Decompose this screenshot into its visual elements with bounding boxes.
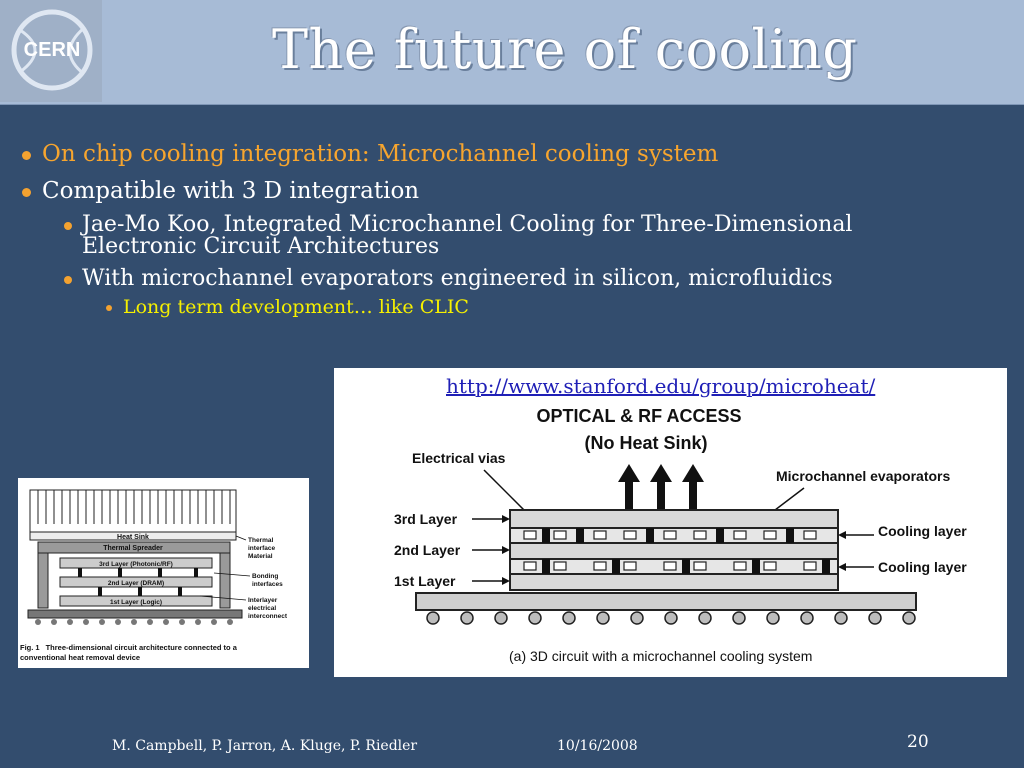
interlayer-label-3: interconnect <box>248 613 288 620</box>
layer-1-block <box>509 573 839 591</box>
title-bar: CERN The future of cooling <box>0 0 1024 105</box>
dram-layer <box>59 576 213 588</box>
bullet-dot-icon <box>22 151 31 160</box>
left-substrate <box>27 609 243 619</box>
cern-logo: CERN <box>0 0 102 102</box>
heat-sink-diagram: Heat Sink Thermal Spreader 3rd Layer (Ph… <box>20 489 288 662</box>
photonic-layer <box>59 557 213 569</box>
logic-layer <box>59 595 213 607</box>
sub-sub-bullet-text: Long term development… like CLIC <box>123 296 469 318</box>
sub-sub-bullet-1: Long term development… like CLIC <box>18 294 1008 320</box>
right-figure-caption: (a) 3D circuit with a microchannel cooli… <box>509 648 812 664</box>
fig-caption-line1: Fig. 1 Three-dimensional circuit architec… <box>20 643 238 652</box>
heat-sink-label: Heat Sink <box>117 534 149 541</box>
microchannel-evaporators-label: Microchannel evaporators <box>776 468 950 484</box>
microchannels <box>523 530 817 571</box>
left-solder-bumps <box>35 619 233 625</box>
logo-text: CERN <box>24 39 81 61</box>
bullet-dot-icon <box>64 276 72 284</box>
tim-label-3: Material <box>248 553 273 560</box>
footer-authors: M. Campbell, P. Jarron, A. Kluge, P. Rie… <box>112 738 418 754</box>
bullet-dot-icon <box>22 188 31 197</box>
interconnects <box>78 568 198 596</box>
thermal-spreader-label: Thermal Spreader <box>103 545 163 552</box>
logic-layer-label: 1st Layer (Logic) <box>110 599 162 606</box>
cern-logo-icon: CERN <box>11 9 93 91</box>
bullet-1-text: On chip cooling integration: Microchanne… <box>42 141 719 167</box>
microchannel-diagram: OPTICAL & RF ACCESS (No Heat Sink) Elect… <box>394 406 967 664</box>
bullet-list: On chip cooling integration: Microchanne… <box>18 138 1008 320</box>
interlayer-label-2: electrical <box>248 605 276 612</box>
bonding-label-2: interfaces <box>252 581 283 588</box>
bullet-dot-icon <box>106 305 112 311</box>
page-number: 20 <box>907 732 929 752</box>
dram-layer-label: 2nd Layer (DRAM) <box>108 580 164 587</box>
tim-label-1: Thermal <box>248 537 273 544</box>
sub-bullet-1-line1: Jae-Mo Koo, Integrated Microchannel Cool… <box>82 212 853 237</box>
layer-arrows-icon <box>472 515 874 585</box>
thermal-spreader <box>37 541 231 554</box>
cooling-layer-label-1: Cooling layer <box>878 523 967 539</box>
footer-date: 10/16/2008 <box>557 738 638 754</box>
bonding-label-1: Bonding <box>252 573 278 580</box>
cooling-layer-label-2: Cooling layer <box>878 559 967 575</box>
layer-3-block <box>509 509 839 529</box>
slide-title: The future of cooling <box>272 18 858 81</box>
layer-2-block <box>509 542 839 560</box>
bullet-2-text: Compatible with 3 D integration <box>42 178 420 204</box>
fin-lines <box>37 490 231 524</box>
fig-caption-text: Three-dimensional circuit architecture c… <box>46 643 238 652</box>
bullet-2: Compatible with 3 D integration <box>18 175 1008 208</box>
fig-caption-bold: Fig. 1 <box>20 643 40 652</box>
microchannel-figure: http://www.stanford.edu/group/microheat/… <box>334 368 1007 677</box>
solder-balls <box>426 611 916 625</box>
vias <box>542 528 830 574</box>
fig-caption-line2: conventional heat removal device <box>20 653 140 662</box>
heat-sink-fins <box>29 489 237 533</box>
sub-bullet-1: Jae-Mo Koo, Integrated Microchannel Cool… <box>18 212 1008 260</box>
sub-bullet-2: With microchannel evaporators engineered… <box>18 266 1008 292</box>
optical-heading: OPTICAL & RF ACCESS <box>536 406 741 426</box>
substrate <box>415 592 917 611</box>
sub-bullet-2-text: With microchannel evaporators engineered… <box>82 266 833 291</box>
photonic-layer-label: 3rd Layer (Photonic/RF) <box>99 561 173 568</box>
interlayer-label-1: Interlayer <box>248 597 278 604</box>
bullet-1: On chip cooling integration: Microchanne… <box>18 138 1008 171</box>
no-heat-sink-heading: (No Heat Sink) <box>584 433 707 453</box>
tim-label-2: interface <box>248 545 275 552</box>
stanford-link[interactable]: http://www.stanford.edu/group/microheat/ <box>446 374 876 398</box>
heat-arrows-icon <box>618 464 704 512</box>
bullet-dot-icon <box>64 222 72 230</box>
layer3-label: 3rd Layer <box>394 511 458 527</box>
heat-sink-figure: Heat Sink Thermal Spreader 3rd Layer (Ph… <box>18 478 309 668</box>
layer1-label: 1st Layer <box>394 573 456 589</box>
electrical-vias-label: Electrical vias <box>412 450 506 466</box>
sub-bullet-1-line2: Electronic Circuit Architectures <box>82 234 440 259</box>
layer2-label: 2nd Layer <box>394 542 461 558</box>
